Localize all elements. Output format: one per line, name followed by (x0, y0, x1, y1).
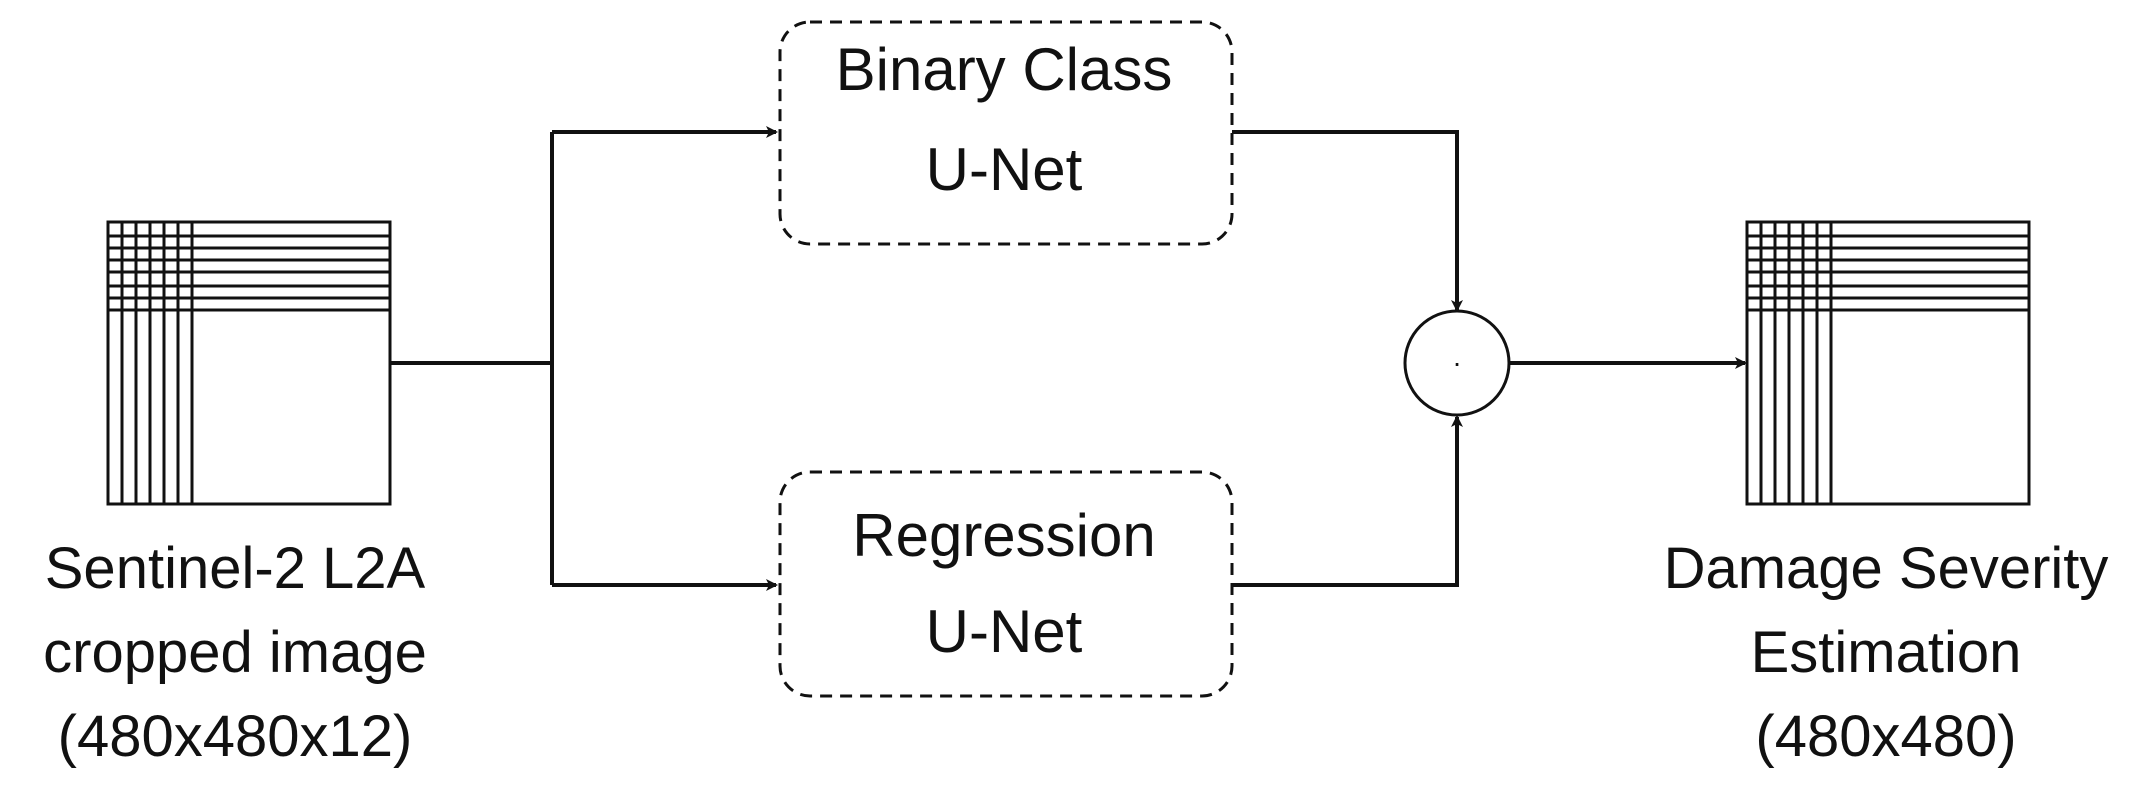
output-caption-line1: Damage Severity (1664, 536, 2109, 601)
binary-box-subtitle: U-Net (926, 136, 1083, 203)
regression-output-arrow (1232, 415, 1463, 587)
input-image-stack-icon (106, 220, 392, 506)
regression-box-title: Regression (852, 502, 1156, 569)
binary-output-arrow (1232, 130, 1463, 312)
regression-box-subtitle: U-Net (926, 598, 1083, 665)
input-caption-line2: cropped image (43, 620, 427, 685)
binary-class-unet-box (778, 20, 1234, 246)
binary-box-title: Binary Class (836, 36, 1173, 103)
output-caption-line2: Estimation (1751, 620, 2022, 685)
regression-unet-box (778, 470, 1234, 698)
multiply-node (1403, 309, 1511, 417)
multiply-symbol: · (1452, 347, 1461, 378)
output-image-stack-icon (1745, 220, 2031, 506)
output-caption-line3: (480x480) (1755, 704, 2016, 769)
input-caption-line3: (480x480x12) (58, 704, 413, 769)
input-caption-line1: Sentinel-2 L2A (45, 536, 426, 601)
